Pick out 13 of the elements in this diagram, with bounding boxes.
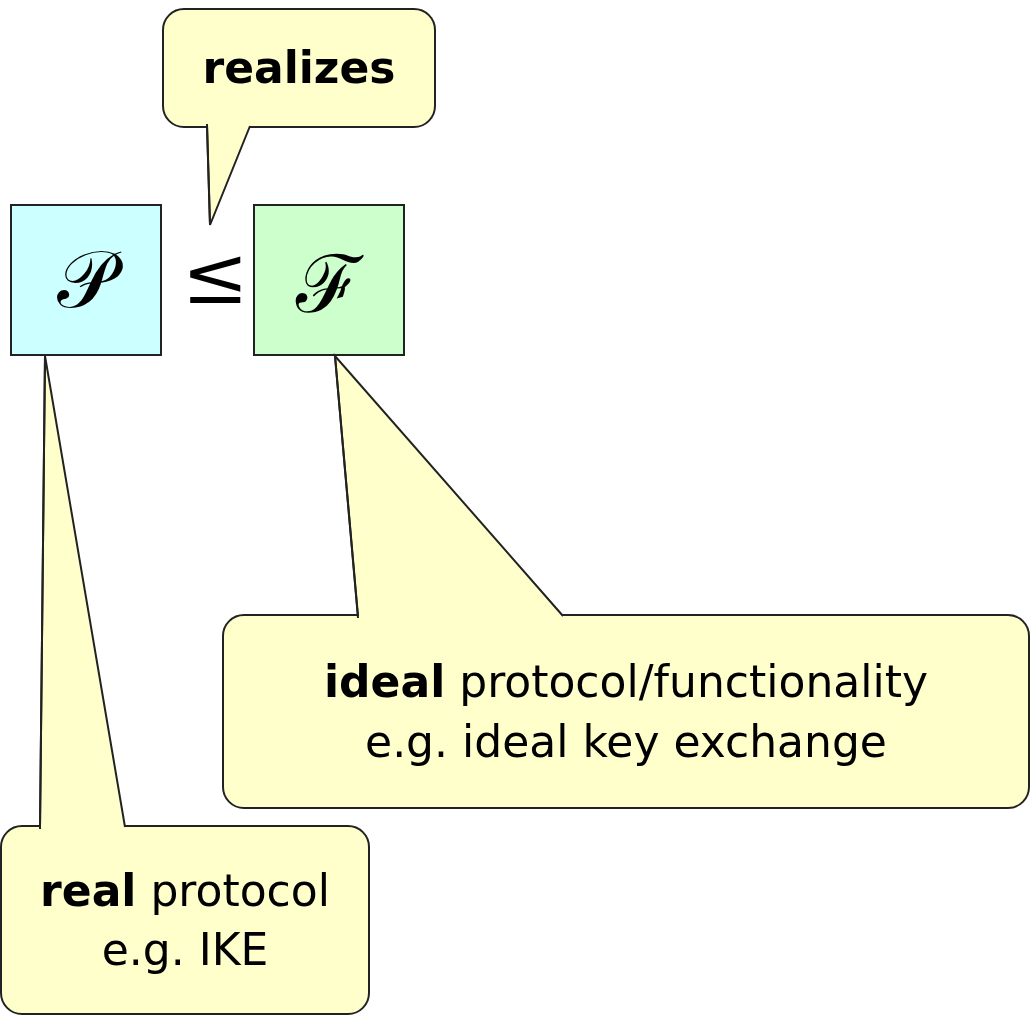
- callout-text: real protocol: [40, 863, 330, 918]
- functionality-box: ℱ: [253, 204, 405, 356]
- callout-text: realizes: [202, 41, 396, 96]
- speech-bubble: [0, 825, 370, 1015]
- protocol-box: 𝒫: [10, 204, 162, 356]
- callout-text: ideal protocol/functionality: [324, 655, 928, 710]
- relation-symbol: ≤: [180, 225, 250, 325]
- callout-text: e.g. IKE: [101, 923, 269, 977]
- leader-line: [334, 355, 359, 619]
- leader-line: [39, 355, 46, 830]
- callout-text: e.g. ideal key exchange: [365, 714, 887, 769]
- speech-bubble: [162, 8, 436, 128]
- leader-line: [206, 123, 211, 226]
